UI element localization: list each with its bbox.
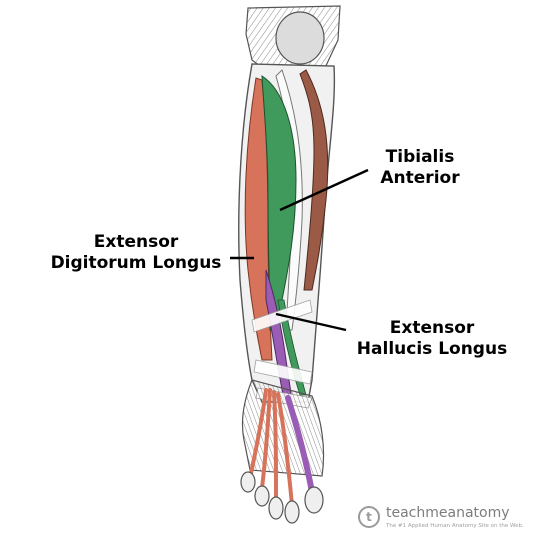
toe-1-big <box>304 486 324 514</box>
label-tibialis-anterior: Tibialis Anterior <box>374 147 466 189</box>
brand-tagline: The #1 Applied Human Anatomy Site on the… <box>386 523 524 529</box>
brand-name: teachmeanatomy <box>386 505 510 521</box>
toe-3 <box>268 496 284 520</box>
teachmeanatomy-logo-icon: t <box>358 506 380 528</box>
label-extensor-hallucis-longus: Extensor Hallucis Longus <box>350 318 514 360</box>
leader-line-extensor-hallucis <box>275 312 347 332</box>
label-extensor-digitorum-line1: Extensor <box>93 232 179 252</box>
retinaculum-band-lower <box>253 359 313 385</box>
extensor-hallucis-tendon <box>285 395 315 495</box>
label-extensor-hallucis-line1: Extensor <box>389 318 475 338</box>
label-extensor-digitorum-longus: Extensor Digitorum Longus <box>40 232 232 274</box>
toes <box>240 471 324 524</box>
peroneal-muscle <box>299 69 329 291</box>
toe-4 <box>254 485 270 507</box>
leader-line-tibialis-anterior <box>279 168 369 212</box>
label-extensor-hallucis-line2: Hallucis Longus <box>356 339 508 359</box>
toe-2 <box>284 500 300 524</box>
patella <box>275 11 325 65</box>
label-tibialis-anterior-line1: Tibialis <box>385 147 455 167</box>
brand-watermark: t teachmeanatomy The #1 Applied Human An… <box>358 504 548 534</box>
extensor-digitorum-tendons <box>248 388 294 507</box>
toe-5 <box>240 471 256 493</box>
label-extensor-digitorum-line2: Digitorum Longus <box>50 253 222 273</box>
label-tibialis-anterior-line2: Anterior <box>380 168 460 188</box>
